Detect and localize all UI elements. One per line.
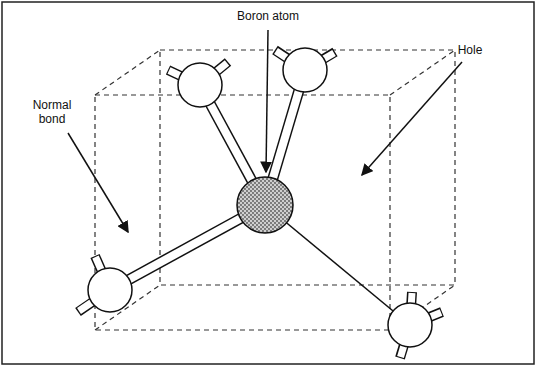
- part-label: Boron atom: [235, 9, 301, 23]
- boron-atom: [237, 177, 293, 233]
- leader-arrows: [68, 30, 462, 232]
- unit-cube: [95, 50, 455, 330]
- part-label: Normal bond: [25, 98, 79, 126]
- part-label: Hole: [456, 43, 485, 57]
- stub-bonds: [78, 50, 442, 358]
- silicon-atoms: [88, 48, 432, 347]
